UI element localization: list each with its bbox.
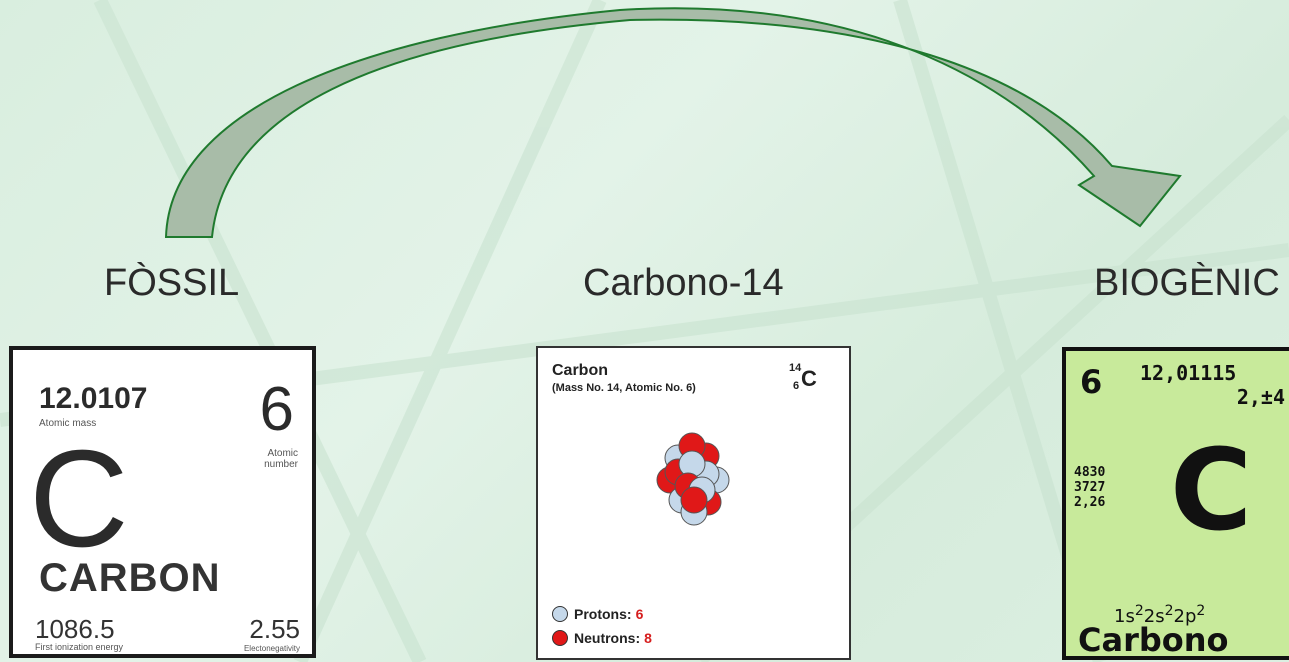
atomic-mass: 12,01115 (1140, 361, 1236, 385)
neutrons-label: Neutrons: (574, 630, 640, 646)
atomic-mass: 12.0107 (39, 382, 147, 416)
atomic-number: 6 (1080, 363, 1102, 401)
biogenic-carbon-card: 6 12,01115 2,±4 4830 3727 2,26 C 1s22s22… (1062, 347, 1289, 660)
fossil-carbon-card: 12.0107 Atomic mass 6 Atomic number C CA… (9, 346, 316, 658)
ionization-energy-label: First ionization energy (35, 642, 123, 652)
config-1s-exp: 2 (1135, 603, 1144, 619)
property-1: 4830 (1074, 465, 1105, 480)
isotope-symbol: C (801, 366, 817, 392)
electronegativity: 2.55 (249, 614, 300, 645)
element-name: Carbono (1078, 621, 1229, 659)
element-properties: 4830 3727 2,26 (1074, 465, 1105, 510)
neutrons-value: 8 (644, 630, 652, 646)
neutrons-legend: Neutrons: 8 (552, 630, 652, 646)
element-symbol: C (1170, 435, 1252, 547)
atomic-number-label: Atomic number (238, 448, 298, 470)
element-symbol: C (29, 430, 129, 568)
protons-value: 6 (636, 606, 644, 622)
atomic-number: 6 (260, 374, 294, 445)
carbon14-card: Carbon (Mass No. 14, Atomic No. 6) 14 6 … (536, 346, 851, 660)
carbon14-label: Carbono-14 (583, 262, 784, 305)
element-name: CARBON (39, 556, 221, 601)
isotope-notation: 14 6 C (785, 362, 829, 402)
c14-title: Carbon (552, 362, 608, 380)
property-2: 3727 (1074, 480, 1105, 495)
protons-label: Protons: (574, 606, 632, 622)
biogenic-label: BIOGÈNIC (1094, 262, 1280, 305)
property-3: 2,26 (1074, 495, 1105, 510)
nucleus-icon (648, 428, 738, 528)
isotope-number: 6 (793, 380, 799, 392)
oxidation-states: 2,±4 (1237, 385, 1285, 409)
config-2s-exp: 2 (1165, 603, 1174, 619)
electronegativity-label: Electonegativity (244, 644, 300, 653)
proton-icon (552, 606, 568, 622)
fossil-label: FÒSSIL (104, 262, 239, 305)
protons-legend: Protons: 6 (552, 606, 643, 622)
config-2p-exp: 2 (1196, 603, 1205, 619)
c14-subtitle: (Mass No. 14, Atomic No. 6) (552, 382, 696, 394)
ionization-energy: 1086.5 (35, 614, 115, 645)
isotope-mass: 14 (789, 362, 801, 374)
neutron-icon (552, 630, 568, 646)
